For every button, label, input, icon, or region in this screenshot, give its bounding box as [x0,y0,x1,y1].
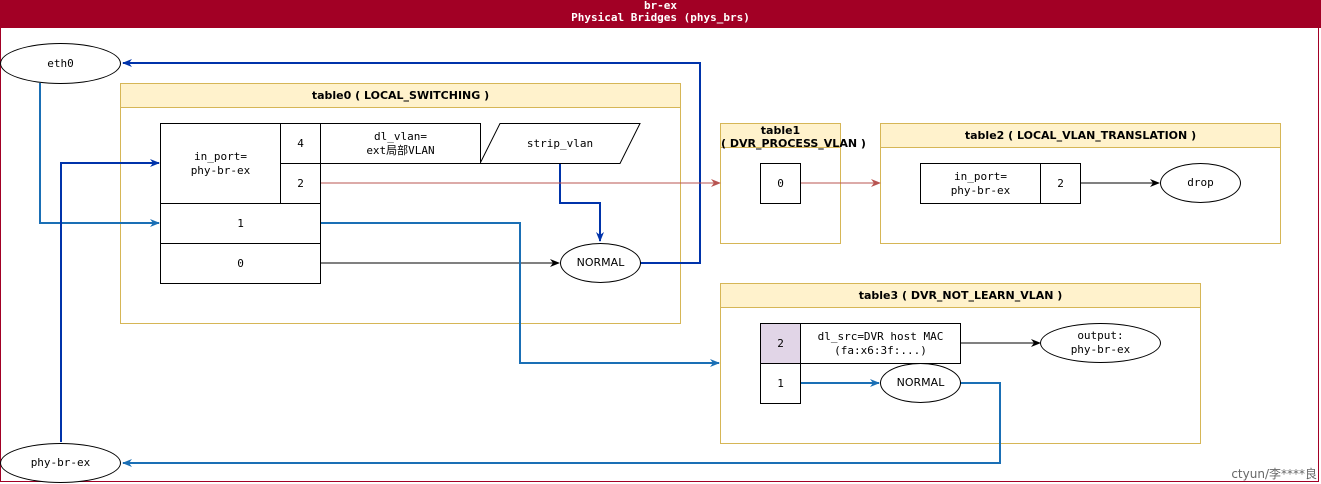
table2-in-port-text: in_port= phy-br-ex [950,169,1011,197]
bridge-subtitle: Physical Bridges (phys_brs) [571,11,750,24]
table3-output-text: output: phy-br-ex [1070,329,1131,356]
table0-dl-vlan-text: dl_vlan= ext局部VLAN [366,129,435,157]
table0-priority-0: 0 [160,243,321,284]
table0-in-port-text: in_port= phy-br-ex [190,149,251,177]
table3-output-action: output: phy-br-ex [1040,323,1161,363]
table0-priority-2: 2 [280,163,321,204]
table0-strip-vlan-action: strip_vlan [526,136,594,150]
table3-normal-action: NORMAL [880,363,961,403]
table0-priority-1: 1 [160,203,321,244]
table2-in-port-match: in_port= phy-br-ex [920,163,1041,204]
table0-dl-vlan-action: dl_vlan= ext局部VLAN [320,123,481,164]
eth0-to-row1-connector [39,83,160,227]
table0-in-port-match: in_port= phy-br-ex [160,123,281,204]
table0-strip-vlan-shape [480,123,641,164]
table2-drop-action: drop [1160,163,1241,203]
table3-priority-2: 2 [760,323,801,364]
table2-priority-2: 2 [1040,163,1081,204]
table3-priority-1: 1 [760,363,801,404]
eth0-port: eth0 [0,43,121,84]
normal-to-eth0-connector [122,59,701,264]
row1-to-table3-connector [320,222,720,367]
table3-title: table3 ( DVR_NOT_LEARN_VLAN ) [721,284,1200,308]
strip-vlan-to-normal-connector [559,163,604,242]
table0-normal-action: NORMAL [560,243,641,283]
table0-title: table0 ( LOCAL_SWITCHING ) [121,84,680,108]
table2-title: table2 ( LOCAL_VLAN_TRANSLATION ) [881,124,1280,148]
table3-normal-to-phy-br-ex-connector [122,382,1001,467]
bridge-header: br-ex Physical Bridges (phys_brs) [0,0,1321,28]
table3-dl-src-text: dl_src=DVR host MAC (fa:x6:3f:...) [817,329,944,357]
table3-dl-src-match: dl_src=DVR host MAC (fa:x6:3f:...) [800,323,961,364]
table0-priority-4: 4 [280,123,321,164]
table1-priority-0: 0 [760,163,801,204]
phy-br-ex-port: phy-br-ex [0,443,121,483]
phy-br-ex-to-in-port-connector [60,159,160,442]
table1-title: table1 ( DVR_PROCESS_VLAN ) [721,124,866,150]
watermark-text: ctyun/李****良 [1231,467,1317,481]
bridge-name: br-ex [643,0,678,12]
